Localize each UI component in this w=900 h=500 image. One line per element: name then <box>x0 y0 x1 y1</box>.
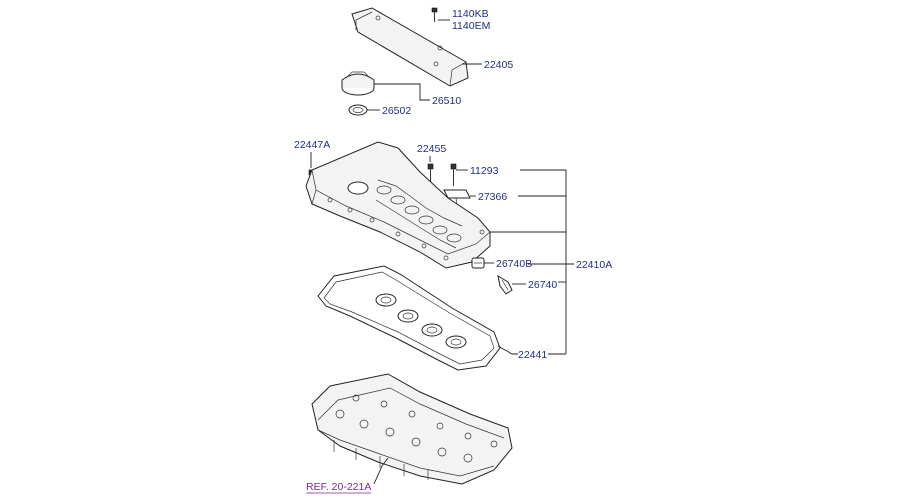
label-22410A[interactable]: 22410A <box>576 259 612 271</box>
label-22455[interactable]: 22455 <box>417 143 446 155</box>
fitting-26740-part[interactable] <box>497 274 513 295</box>
oil-filler-cap-part[interactable] <box>341 71 375 96</box>
bolt-11293-part[interactable] <box>450 163 457 186</box>
cylinder-head-part[interactable] <box>311 373 513 485</box>
label-22441[interactable]: 22441 <box>518 349 547 361</box>
label-22447A[interactable]: 22447A <box>294 139 330 151</box>
label-1140KB[interactable]: 1140KB <box>452 8 489 20</box>
leader-lines <box>310 19 574 485</box>
label-26740B[interactable]: 26740B <box>496 258 532 270</box>
label-27366[interactable]: 27366 <box>478 191 507 203</box>
label-26510[interactable]: 26510 <box>432 95 461 107</box>
label-26740[interactable]: 26740 <box>528 279 557 291</box>
part-labels: 1140KB 1140EM 22405 26510 26502 22447A 2… <box>294 8 612 494</box>
label-22405[interactable]: 22405 <box>484 59 513 71</box>
cap-gasket-part[interactable] <box>348 104 368 116</box>
valve-cover-part[interactable] <box>305 141 491 269</box>
engine-cover-part[interactable] <box>351 7 469 87</box>
label-26502[interactable]: 26502 <box>382 105 411 117</box>
cover-bolt-part[interactable] <box>431 7 438 22</box>
valve-cover-gasket-part[interactable] <box>317 265 501 371</box>
label-1140EM[interactable]: 1140EM <box>452 20 490 32</box>
label-11293[interactable]: 11293 <box>470 165 499 177</box>
reference-link[interactable]: REF. 20-221A <box>306 481 371 493</box>
pcv-valve-part[interactable] <box>471 257 485 269</box>
